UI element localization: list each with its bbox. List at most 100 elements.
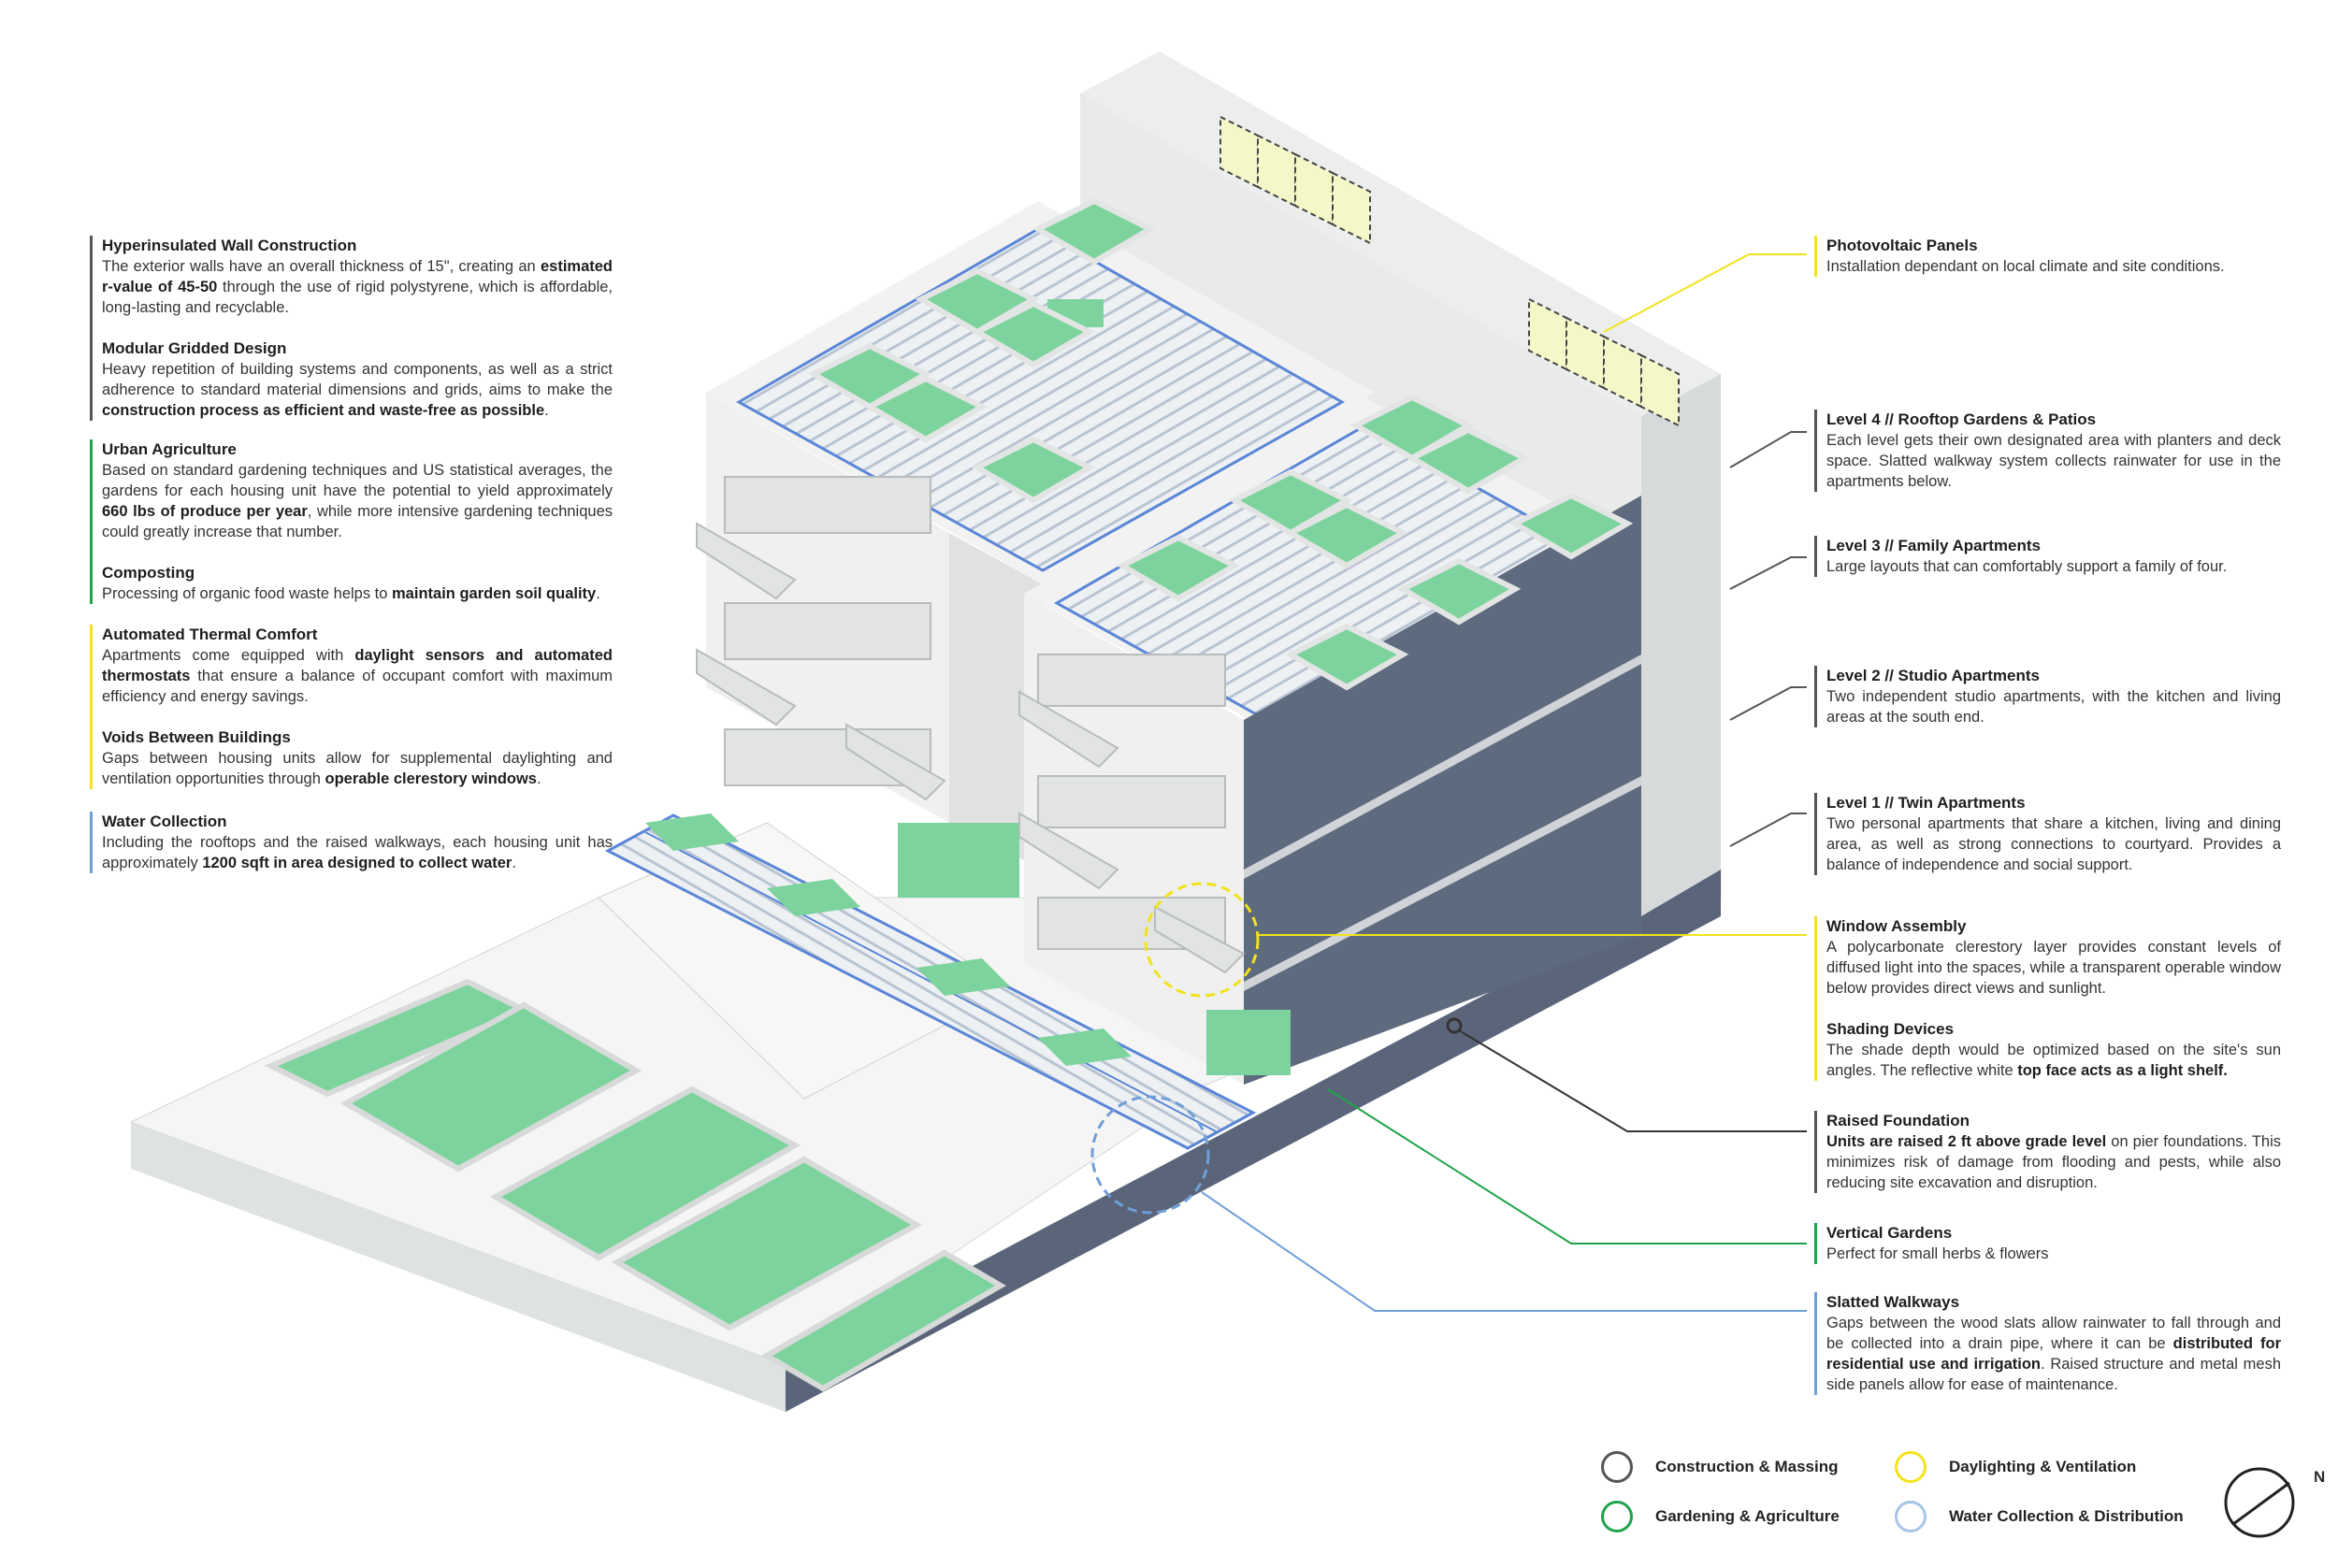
note-window-assembly: Window Assembly A polycarbonate clerestor… [1814,916,2281,1081]
note-text: Including the rooftops and the raised wa… [102,832,613,873]
note-text-run: The shade depth would be optimized based… [1826,1042,2281,1079]
note-text: Units are raised 2 ft above grade level … [1826,1131,2281,1193]
note-text-run: on pier foundations. This minimizes risk… [1826,1133,2281,1191]
note-text-bold: construction process as efficient and wa… [102,402,545,419]
note-text-bold: distributed for residential use and irri… [1826,1335,2281,1373]
legend-ring-icon [1895,1451,1927,1483]
legend-water: Water Collection & Distribution [1895,1501,2184,1532]
note-text-run: that ensure a balance of occupant comfor… [102,668,613,705]
note-text-run: Each level gets their own designated are… [1826,432,2281,490]
note-title: Hyperinsulated Wall Construction [102,237,357,254]
note-text: The shade depth would be optimized based… [1826,1040,2281,1081]
note-text: Two independent studio apartments, with … [1826,686,2281,727]
note-text-run: Two personal apartments that share a kit… [1826,815,2281,873]
note-text: Processing of organic food waste helps t… [102,583,613,604]
note-text: Heavy repetition of building systems and… [102,359,613,421]
note-title: Voids Between Buildings [102,728,291,746]
compass-icon [2224,1467,2295,1538]
note-text-bold: top face acts as a light shelf. [2017,1062,2228,1079]
note-text: Two personal apartments that share a kit… [1826,813,2281,875]
note-title: Composting [102,564,195,582]
note-text-bold: operable clerestory windows [325,770,538,787]
note-text-run: through the use of rigid polystyrene, wh… [102,279,613,316]
windows-shades [696,476,1246,974]
note-text-bold: 660 lbs of produce per year [102,503,308,520]
note-text-run: , while more intensive gardening techniq… [102,503,613,540]
callout-circles [1090,882,1463,1215]
legend-construction: Construction & Massing [1601,1451,1839,1483]
note-text-bold: daylight sensors and automated thermosta… [102,647,613,684]
note-text-run: Gaps between housing units allow for sup… [102,750,613,787]
leader-lines [1201,253,1807,1312]
note-title: Raised Foundation [1826,1112,1970,1129]
note-text-bold: estimated r-value of 45-50 [102,258,613,295]
note-text-run: Heavy repetition of building systems and… [102,361,613,398]
note-text: Gaps between the wood slats allow rainwa… [1826,1313,2281,1395]
note-text-bold: Units are raised 2 ft above grade level [1826,1133,2107,1150]
legend-label: Construction & Massing [1655,1458,1839,1475]
note-title: Window Assembly [1826,917,1967,935]
note-title: Urban Agriculture [102,440,237,458]
note-text: The exterior walls have an overall thick… [102,256,613,318]
note-title: Vertical Gardens [1826,1224,1953,1242]
legend-label: Water Collection & Distribution [1949,1507,2184,1525]
note-title: Level 2 // Studio Apartments [1826,667,2040,684]
note-title: Level 3 // Family Apartments [1826,537,2041,554]
note-title: Shading Devices [1826,1020,1955,1038]
note-title: Modular Gridded Design [102,339,287,357]
photovoltaic-panels [1220,115,1680,427]
note-text: Based on standard gardening techniques a… [102,460,613,542]
note-text-bold: 1200 sqft in area designed to collect wa… [202,855,512,871]
note-text: Large layouts that can comfortably suppo… [1826,556,2281,577]
note-text: A polycarbonate clerestory layer provide… [1826,937,2281,999]
legend-label: Daylighting & Ventilation [1949,1458,2137,1475]
note-text-run: . Raised structure and metal mesh side p… [1826,1356,2282,1393]
front-roof-planters [1116,394,1634,691]
legend-ring-icon [1601,1501,1633,1532]
note-text-run: . [512,855,516,871]
note-text-run: Large layouts that can comfortably suppo… [1826,558,2228,575]
note-text: Gaps between housing units allow for sup… [102,748,613,789]
note-title: Automated Thermal Comfort [102,626,318,643]
back-roof-planters [807,197,1157,504]
legend-gardening: Gardening & Agriculture [1601,1501,1840,1532]
note-text-run: The exterior walls have an overall thick… [102,258,541,275]
note-text-run: Including the rooftops and the raised wa… [102,834,613,871]
note-title: Water Collection [102,813,227,830]
note-text: Apartments come equipped with daylight s… [102,645,613,707]
note-text-run: A polycarbonate clerestory layer provide… [1826,939,2281,997]
legend-ring-icon [1895,1501,1927,1532]
legend-ring-icon [1601,1451,1633,1483]
note-title: Photovoltaic Panels [1826,237,1978,254]
note-text-run: Based on standard gardening techniques a… [102,462,613,499]
note-text: Each level gets their own designated are… [1826,430,2281,492]
note-title: Level 4 // Rooftop Gardens & Patios [1826,410,2097,428]
note-title: Level 1 // Twin Apartments [1826,794,2026,812]
